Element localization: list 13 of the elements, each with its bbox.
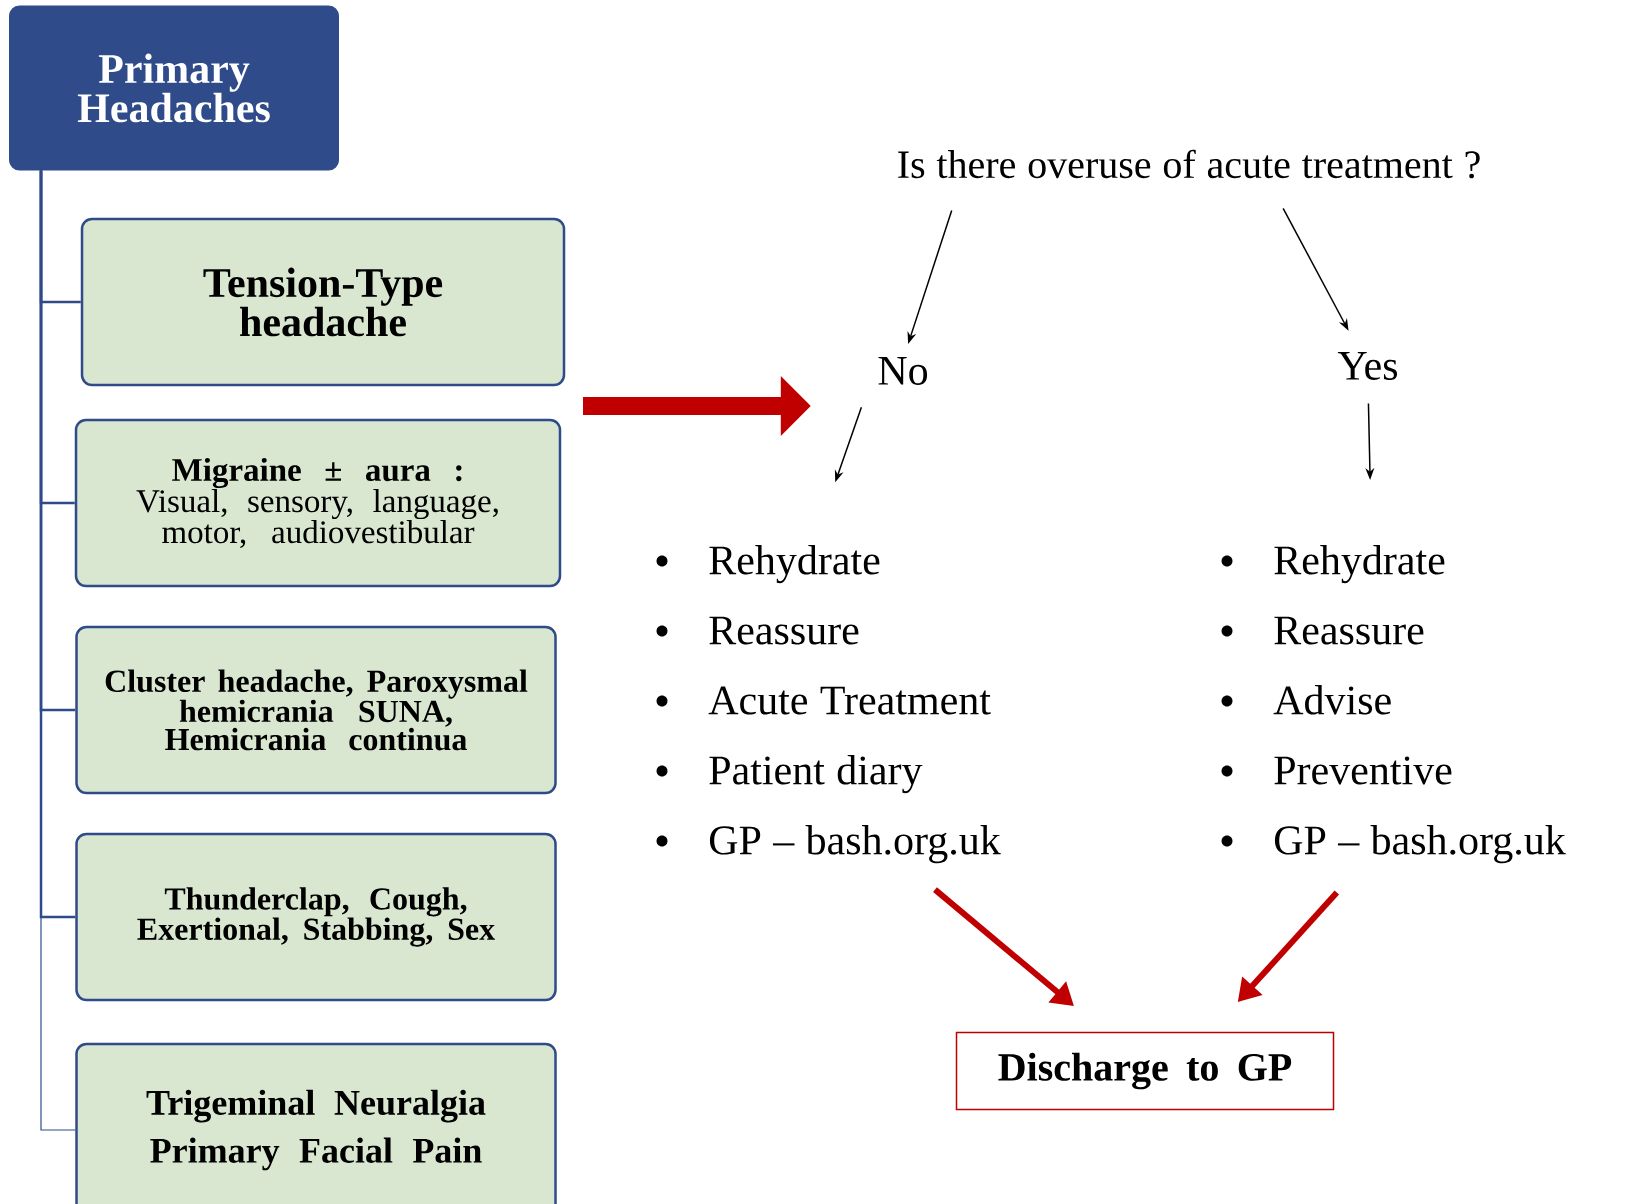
answer-text: Yes	[1337, 352, 1398, 380]
answer-text: No	[878, 357, 928, 385]
category-box: Tension-Type headache	[80, 217, 566, 387]
bullet-list: Rehydrate Reassure Advise Preventive GP – bash.org.uk	[1273, 545, 1566, 864]
connector-line	[40, 169, 76, 1131]
outcome-box: Discharge to GP	[955, 1031, 1335, 1111]
question-text: Is there overuse of acute treatment ?	[898, 149, 1480, 179]
bullet-list: Rehydrate Reassure Acute Treatment Patient diary GP – bash.org.uk	[708, 545, 1001, 864]
title-box: Primary Headaches	[9, 5, 339, 171]
category-box: Trigeminal Neuralgia Primary Facial Pain	[75, 1042, 557, 1204]
category-box: Cluster headache, Paroxysmal hemicrania SUNA, Hemicrania continua	[75, 625, 557, 795]
category-box: Thunderclap, Cough, Exertional, Stabbing, Sex	[75, 832, 557, 1002]
category-box: Migraine ± aura : Visual, sensory, language, motor, audiovestibular	[74, 418, 562, 588]
